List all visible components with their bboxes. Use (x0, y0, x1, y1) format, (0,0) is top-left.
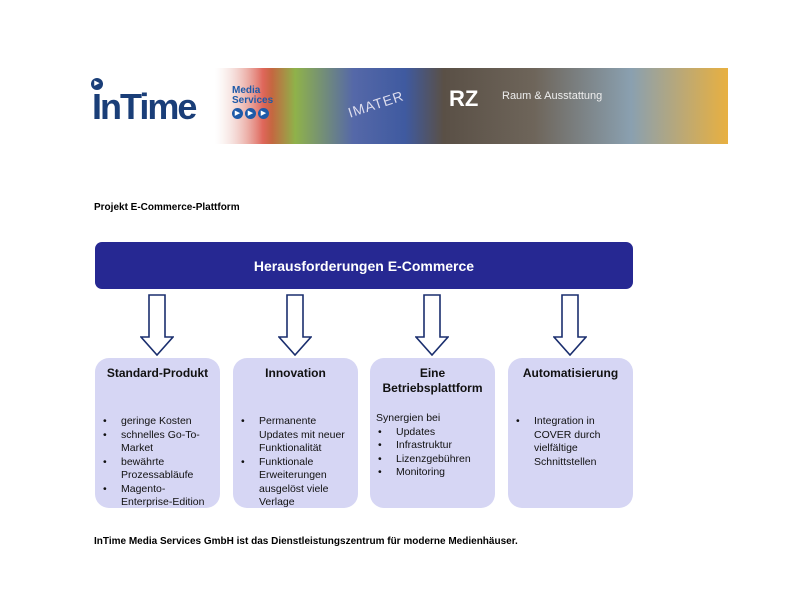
play-icon: ▶ (232, 108, 243, 119)
play-icon: ▶ (258, 108, 269, 119)
logo-play-icons: ▶▶▶ (232, 108, 269, 119)
banner-fade (82, 68, 272, 144)
list-item: Integration in COVER durch vielfältige S… (514, 415, 627, 469)
list-item: Lizenzgebühren (376, 453, 489, 467)
box-list: Integration in COVER durch vielfältige S… (514, 415, 627, 469)
header-banner: IMATER RZ Raum & Ausstattung ▶ InTime Me… (82, 68, 728, 144)
box-list: Permanente Updates mit neuer Funktionali… (239, 415, 352, 510)
down-arrow-icon (278, 294, 312, 356)
list-item: Permanente Updates mit neuer Funktionali… (239, 415, 352, 456)
box-intro: Synergien bei (376, 412, 441, 424)
challenge-box: Standard-Produkt geringe Kostenschnelles … (95, 358, 220, 508)
box-title: Automatisierung (522, 366, 619, 380)
magazine-title: RZ (449, 86, 479, 111)
list-item: Funktionale Erweiterungen ausgelöst viel… (239, 456, 352, 510)
down-arrow-icon (140, 294, 174, 356)
list-item: bewährte Prozessabläufe (101, 456, 214, 483)
logo: InTime (92, 86, 197, 127)
list-item: Monitoring (376, 466, 489, 480)
list-item: Updates (376, 426, 489, 440)
box-list: UpdatesInfrastrukturLizenzgebührenMonito… (376, 426, 489, 480)
challenge-box: AutomatisierungIntegration in COVER durc… (508, 358, 633, 508)
play-icon: ▶ (91, 78, 103, 90)
down-arrow-icon (415, 294, 449, 356)
down-arrow-icon (553, 294, 587, 356)
diagram-header: Herausforderungen E-Commerce (95, 242, 633, 289)
list-item: geringe Kosten (101, 415, 214, 429)
play-icon: ▶ (245, 108, 256, 119)
box-title: Innovation (265, 366, 326, 380)
box-title: Eine Betriebsplattform (382, 366, 483, 395)
magazine-subtitle: Raum & Ausstattung (502, 90, 603, 102)
list-item: Infrastruktur (376, 439, 489, 453)
box-list: geringe Kostenschnelles Go-To-Marketbewä… (101, 415, 214, 510)
list-item: schnelles Go-To-Market (101, 429, 214, 456)
list-item: Magento-Enterprise-Edition (101, 483, 214, 510)
box-title: Standard-Produkt (106, 366, 209, 380)
footer-text: InTime Media Services GmbH ist das Diens… (94, 536, 518, 547)
project-title: Projekt E-Commerce-Plattform (94, 202, 240, 213)
challenge-box: InnovationPermanente Updates mit neuer F… (233, 358, 358, 508)
magazine-title: IMATER (345, 87, 406, 121)
